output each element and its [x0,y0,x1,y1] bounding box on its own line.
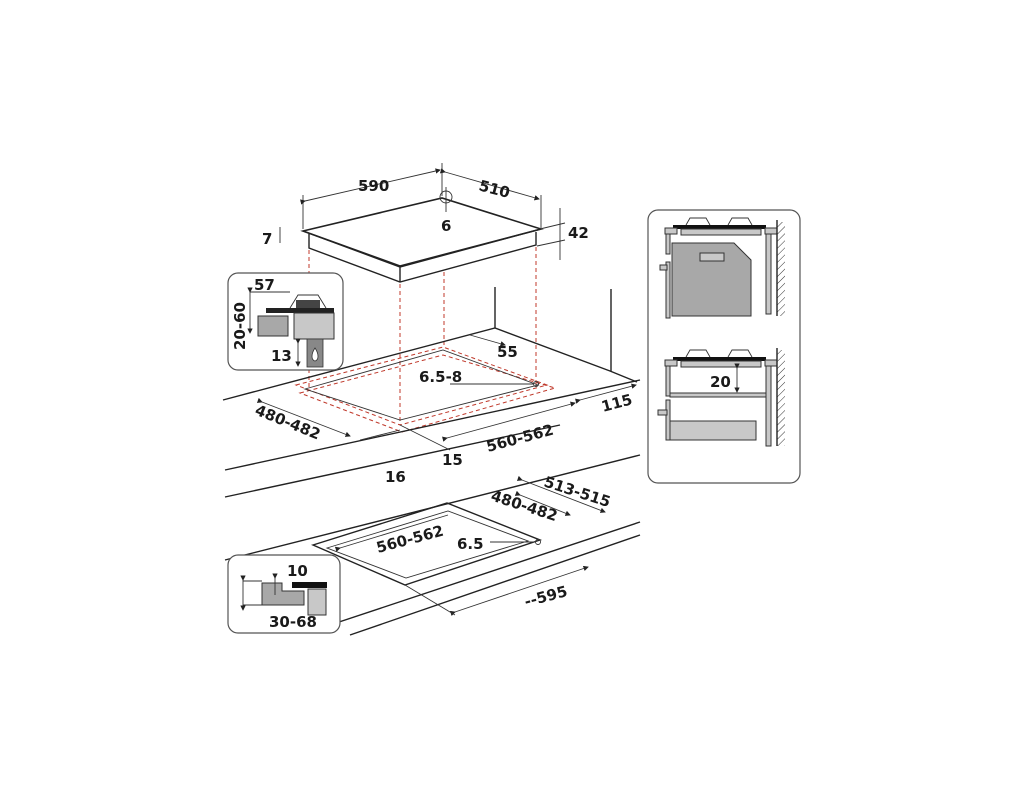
front-gap-b-label: 15 [442,451,463,469]
inset-gas-connection [227,272,344,371]
cutout-width-label: 560-562 [484,421,555,456]
inset-gas-height-label: 13 [271,347,292,365]
countertop-bottom [224,454,641,636]
inset-range-label: 20-60 [231,302,249,350]
front-gap-a-label: 16 [385,468,406,486]
inset-countertop-thickness [227,554,341,634]
countertop-top [222,287,641,498]
fixing-hole-label: 6.5-8 [419,368,462,386]
gas-inlet-label: 6 [441,217,451,235]
inset-cabinet-options [647,209,801,484]
hob-top-thickness-label: 7 [262,230,272,248]
hob-height-label: 42 [568,224,589,242]
back-gap-label: 55 [497,343,518,361]
side-gap-label: 115 [599,390,634,415]
bottom-hole-label: 6.5 [457,535,484,553]
inset-recess-label: 10 [287,562,308,580]
gas-flame-icon [311,347,319,362]
hob-drawing [279,163,566,283]
cutout-depth-label: 480-482 [253,401,324,443]
hob-width-label: 590 [358,177,389,195]
inner-depth-label: 480-482 [489,487,560,525]
inset-gap-label: 20 [710,373,731,391]
hob-depth-label: 510 [477,176,512,201]
inset-clearance-label: 57 [254,276,275,294]
inset-thickness-label: 30-68 [269,613,317,631]
